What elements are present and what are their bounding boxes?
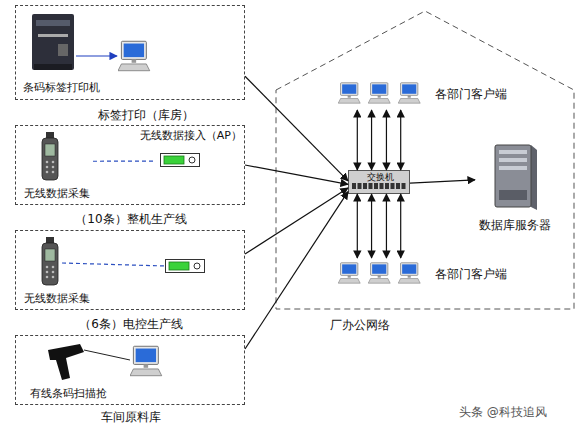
node-label: 数据库服务器 xyxy=(475,218,555,232)
handheld-box: 无线数据采集 xyxy=(21,236,93,308)
node-label: （6条）电控生产线 xyxy=(56,317,206,331)
node-label: 标签打印（库房） xyxy=(86,108,206,122)
house-outline xyxy=(275,10,575,310)
network-house: 厂办公网络各部门客户端交换机数据库服务器各部门客户端 xyxy=(275,10,575,310)
connector-line xyxy=(93,161,156,162)
switch-box: 交换机 xyxy=(348,170,410,194)
printer-body xyxy=(32,14,74,70)
barcode-gun xyxy=(48,344,84,380)
group-box: 车间原料库有线条码扫描抢 xyxy=(15,335,245,405)
handheld-box: 无线数据采集 xyxy=(21,131,93,203)
node-label: 交换机 xyxy=(349,172,411,182)
printer-label xyxy=(58,44,68,56)
connector-line xyxy=(371,194,372,258)
connector-line xyxy=(245,76,348,181)
group-box: （6条）电控生产线无线数据采集 xyxy=(15,230,245,310)
node-label: 各部门客户端 xyxy=(435,267,530,281)
connector-line xyxy=(386,110,387,170)
connector-line xyxy=(357,110,358,170)
connector-line xyxy=(245,192,348,349)
connector-line xyxy=(410,180,475,183)
watermark: 头条 @科技追风 xyxy=(456,404,550,421)
ap-icon xyxy=(161,154,200,167)
connector-line xyxy=(371,110,372,170)
computer-icon xyxy=(118,41,150,70)
group-box: 标签打印（库房）条码标签打印机 xyxy=(15,5,245,100)
scanner-box: 有线条码扫描抢 xyxy=(21,341,116,403)
computer-icon xyxy=(398,83,420,103)
node-label: 厂办公网络 xyxy=(330,318,430,332)
connector-line xyxy=(400,110,401,170)
connector-line xyxy=(386,194,387,258)
computer-icon xyxy=(338,263,360,283)
connector-line xyxy=(245,165,348,184)
computer-icon xyxy=(130,346,162,375)
server-body xyxy=(495,145,531,207)
printer-base xyxy=(34,64,72,70)
connector-line xyxy=(357,194,358,258)
handheld-icon xyxy=(42,237,58,285)
client-group: 各部门客户端 xyxy=(335,80,530,110)
node-label: 无线数据采集 xyxy=(21,292,93,305)
node-label: 无线数据采集 xyxy=(21,187,93,200)
computer-icon xyxy=(368,83,390,103)
server-side xyxy=(531,145,537,210)
ap-box: 无线数据接入（AP） xyxy=(156,129,244,173)
node-label: 车间原料库 xyxy=(56,410,206,424)
printer-slot xyxy=(38,34,68,37)
switch-ports xyxy=(352,183,406,189)
computer-icon xyxy=(398,263,420,283)
house-outline-path xyxy=(276,11,574,309)
server-bay xyxy=(499,150,527,154)
server-bay xyxy=(499,166,527,170)
printer-panel xyxy=(36,20,70,26)
printer-box: 条码标签打印机 xyxy=(21,11,101,97)
group-box: （10条）整机生产线无线数据采集无线数据接入（AP） xyxy=(15,125,245,205)
server-bay xyxy=(499,158,527,162)
node-label: 条码标签打印机 xyxy=(21,81,101,94)
server-vent xyxy=(499,190,527,200)
ap-icon xyxy=(166,260,205,273)
wireless-link xyxy=(62,263,165,266)
connector-line xyxy=(245,188,348,254)
connector-line xyxy=(400,194,401,258)
node-label: 各部门客户端 xyxy=(435,87,530,101)
computer-icon xyxy=(368,263,390,283)
node-label: 无线数据接入（AP） xyxy=(106,129,242,142)
handheld-icon xyxy=(42,132,58,180)
data-cable xyxy=(76,55,117,56)
client-group: 各部门客户端 xyxy=(335,258,530,288)
scanner-cable xyxy=(84,350,130,360)
node-label: （10条）整机生产线 xyxy=(56,212,206,226)
node-label: 有线条码扫描抢 xyxy=(21,387,116,400)
server-box: 数据库服务器 xyxy=(475,140,555,235)
computer-icon xyxy=(338,83,360,103)
